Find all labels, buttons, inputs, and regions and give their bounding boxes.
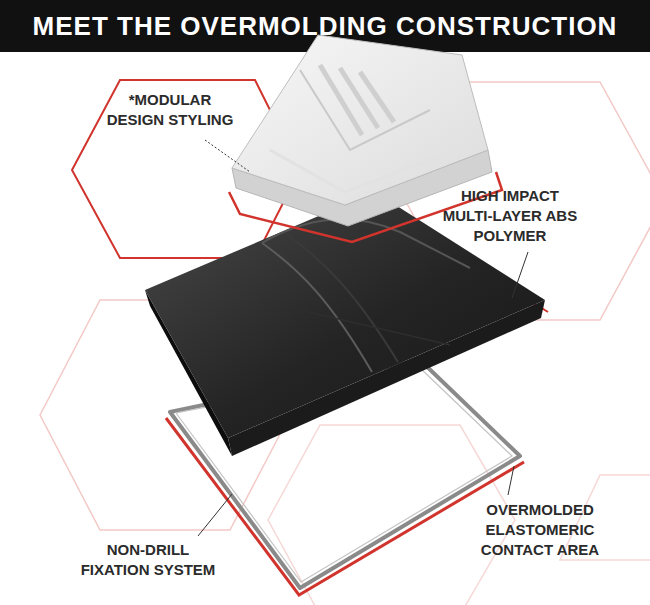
part-label: HIGH IMPACT MULTI-LAYER ABS POLYMER xyxy=(440,186,580,246)
leader-line xyxy=(198,494,232,536)
hexagon xyxy=(268,425,515,605)
leader-line xyxy=(512,252,528,298)
hood-ridge xyxy=(262,243,372,372)
title: MEET THE OVERMOLDING CONSTRUCTION xyxy=(33,11,618,42)
title-wrap: MEET THE OVERMOLDING CONSTRUCTION xyxy=(0,0,650,52)
part-label: *MODULAR DESIGN STYLING xyxy=(102,90,238,130)
hood-ridge xyxy=(285,233,398,362)
cap-vent xyxy=(360,72,394,122)
leader-line xyxy=(508,466,514,495)
part-label: NON-DRILL FIXATION SYSTEM xyxy=(77,540,219,580)
hood-crease xyxy=(300,310,450,345)
cap-ridge xyxy=(270,145,470,192)
red-outline xyxy=(166,418,524,595)
cap-vent xyxy=(320,65,362,135)
cap-vent xyxy=(340,68,378,128)
part-label: OVERMOLDED ELASTOMERIC CONTACT AREA xyxy=(476,500,604,560)
leader-line xyxy=(205,140,250,172)
cap-shell xyxy=(232,35,488,205)
